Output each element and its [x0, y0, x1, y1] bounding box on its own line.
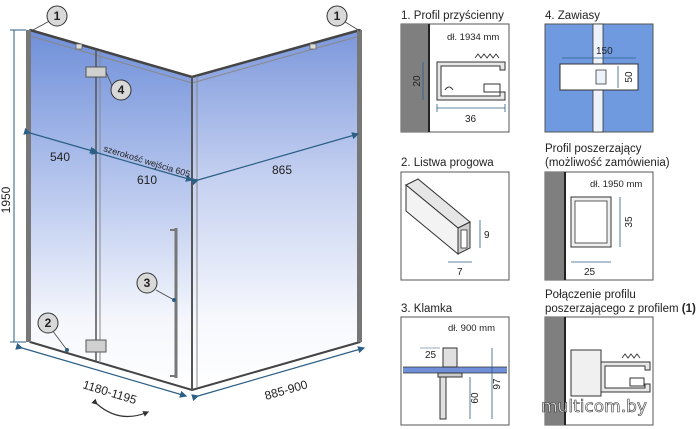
svg-text:50: 50: [624, 71, 635, 83]
callout-3: 3: [136, 272, 176, 302]
left-panel-width: 540: [50, 150, 70, 164]
svg-text:Profil poszerzający: Profil poszerzający: [545, 143, 642, 155]
height-dimension: 1950: [0, 29, 26, 343]
svg-text:97: 97: [492, 378, 503, 390]
svg-text:9: 9: [484, 230, 490, 241]
callout-1-left: 1: [30, 5, 68, 32]
svg-text:4: 4: [118, 83, 125, 97]
watermark: multicom.by: [541, 397, 648, 418]
detail-profile-connection: Połączenie profilu poszerzającego z prof…: [544, 289, 696, 426]
threshold-title: 2. Listwa progowa: [401, 157, 494, 169]
svg-text:1: 1: [334, 9, 341, 23]
wall-profile-title: 1. Profil przyścienny: [401, 10, 504, 22]
svg-text:20: 20: [412, 75, 423, 87]
svg-text:25: 25: [584, 267, 596, 278]
detail-wall-profile: 1. Profil przyścienny dł. 1934 mm 20 36: [400, 10, 510, 133]
callout-1-right: 1: [326, 5, 361, 32]
hinge-bottom: [85, 339, 107, 353]
hinge-top: [85, 66, 107, 78]
detail-extension-profile: Profil poszerzający (możliwość zamówieni…: [544, 143, 670, 281]
svg-text:1: 1: [54, 9, 61, 23]
svg-text:25: 25: [425, 350, 437, 361]
watermark-text: multicom.by: [541, 397, 647, 417]
door-width: 610: [137, 173, 157, 187]
side-width-range: 885-900: [263, 377, 310, 403]
hinges-title: 4. Zawiasy: [545, 10, 600, 22]
svg-text:35: 35: [624, 216, 635, 228]
svg-text:3: 3: [144, 276, 151, 290]
detail-hinges: 4. Zawiasy 150 50: [544, 10, 654, 133]
shower-enclosure: [26, 28, 362, 392]
side-glass: [191, 29, 361, 391]
svg-text:dł. 900 mm: dł. 900 mm: [448, 323, 495, 334]
svg-text:7: 7: [457, 267, 463, 278]
side-panel-width: 865: [272, 163, 292, 177]
door-swing-arrow: [91, 398, 150, 418]
svg-text:150: 150: [596, 46, 613, 57]
front-width-range: 1180-1195: [81, 377, 139, 407]
svg-text:dł. 1934 mm: dł. 1934 mm: [447, 32, 499, 43]
handle-title: 3. Klamka: [401, 303, 453, 315]
height-label: 1950: [0, 186, 13, 213]
detail-handle: 3. Klamka dł. 900 mm 25 97 60: [400, 303, 510, 426]
svg-text:2: 2: [45, 316, 52, 330]
svg-text:dł. 1950 mm: dł. 1950 mm: [590, 179, 642, 190]
callout-2: 2: [37, 312, 69, 352]
detail-threshold-strip: 2. Listwa progowa 9 7: [400, 157, 510, 281]
svg-text:Połączenie profilu: Połączenie profilu: [545, 289, 636, 301]
svg-text:poszerzającego z profilem: poszerzającego z profilem (1): [545, 303, 696, 315]
svg-text:60: 60: [470, 392, 481, 404]
svg-text:(możliwość zamówienia): (możliwość zamówienia): [545, 157, 670, 169]
callout-4: 4: [105, 71, 132, 101]
svg-text:36: 36: [465, 114, 477, 125]
